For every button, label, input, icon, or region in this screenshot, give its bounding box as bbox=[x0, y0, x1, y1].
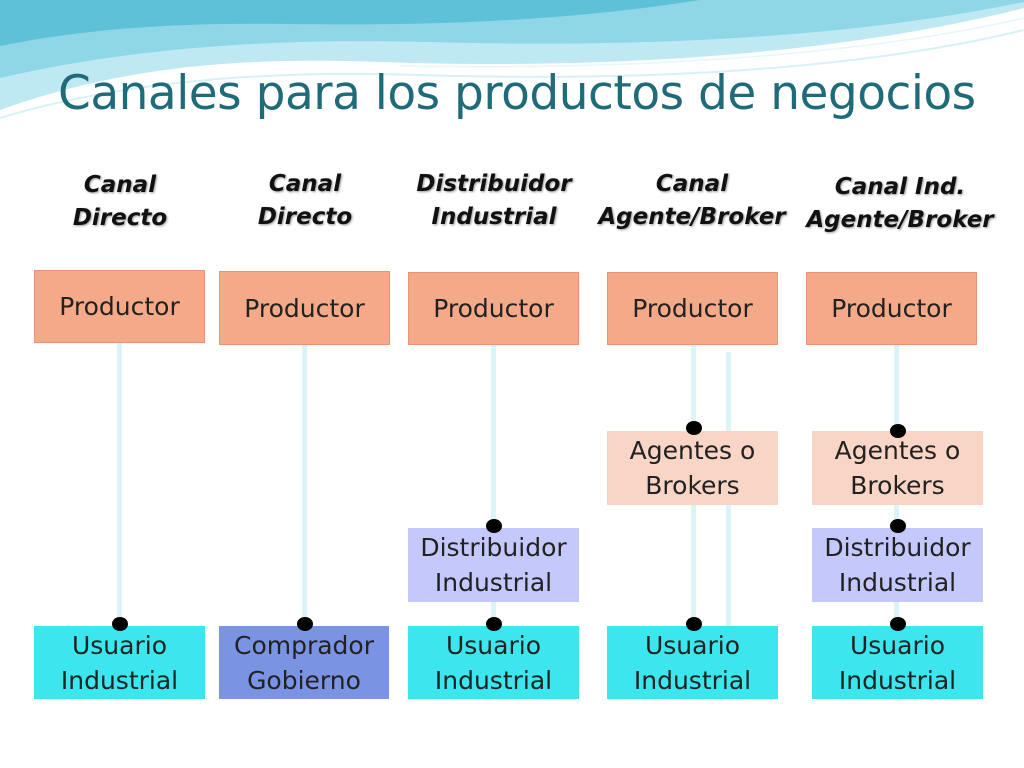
connector-node bbox=[890, 424, 906, 438]
connector-node bbox=[486, 617, 502, 631]
header-canal-directo-1: Canal Directo bbox=[72, 172, 168, 231]
agents-brokers-box: Agentes o Brokers bbox=[607, 431, 778, 505]
industrial-distributor-box: Distribuidor Industrial bbox=[408, 528, 579, 602]
producer-box: Productor bbox=[806, 272, 977, 345]
government-buyer-box: Comprador Gobierno bbox=[219, 626, 389, 699]
connector-node bbox=[112, 617, 128, 631]
slide-title: Canales para los productos de negocios bbox=[58, 66, 976, 121]
header-canal-directo-2: Canal Directo bbox=[257, 171, 353, 230]
agents-brokers-box: Agentes o Brokers bbox=[812, 431, 983, 505]
producer-box: Productor bbox=[34, 270, 205, 343]
industrial-distributor-box: Distribuidor Industrial bbox=[812, 528, 983, 602]
connector-node bbox=[486, 519, 502, 533]
decorative-wave-banner bbox=[0, 0, 1024, 119]
producer-box: Productor bbox=[219, 271, 390, 345]
connector-node bbox=[890, 617, 906, 631]
industrial-user-box: Usuario Industrial bbox=[812, 626, 983, 699]
header-canal-agente-broker: Canal Agente/Broker bbox=[598, 171, 786, 230]
connector-line bbox=[302, 345, 307, 626]
connector-line bbox=[491, 345, 496, 626]
header-distribuidor-industrial: Distribuidor Industrial bbox=[416, 171, 572, 230]
producer-box: Productor bbox=[408, 272, 579, 345]
connector-node bbox=[297, 617, 313, 631]
header-canal-ind-agente-broker: Canal Ind. Agente/Broker bbox=[806, 174, 994, 233]
industrial-user-box: Usuario Industrial bbox=[607, 626, 778, 699]
connector-node bbox=[890, 519, 906, 533]
industrial-user-box: Usuario Industrial bbox=[34, 626, 205, 699]
connector-node bbox=[686, 421, 702, 435]
producer-box: Productor bbox=[607, 272, 778, 345]
connector-node bbox=[686, 617, 702, 631]
industrial-user-box: Usuario Industrial bbox=[408, 626, 579, 699]
connector-line bbox=[117, 343, 122, 626]
